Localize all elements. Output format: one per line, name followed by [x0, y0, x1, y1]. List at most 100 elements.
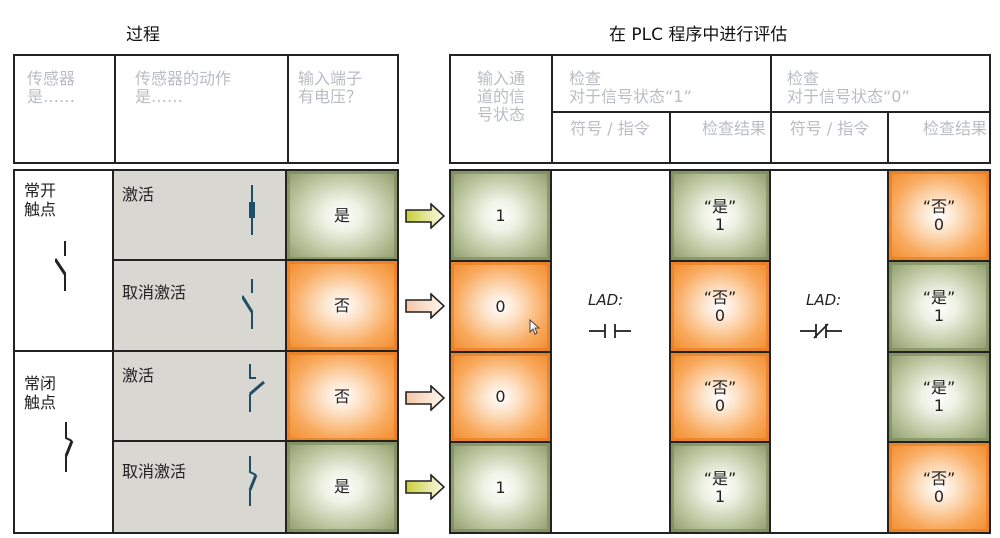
divider: [887, 171, 889, 532]
header-check-0: 检查 对于信号状态“0”: [787, 69, 910, 106]
result-value: “否” 0: [922, 196, 956, 234]
action-cell: 取消激活: [114, 261, 286, 350]
action-cell: 取消激活: [114, 442, 286, 532]
check-result-0-cell: “是” 1: [889, 262, 989, 351]
result-value: “是” 1: [703, 468, 737, 506]
arrow-right-icon: [405, 293, 445, 319]
process-header: 传感器 是…… 传感器的动作 是…… 输入端子 有电压？: [13, 54, 399, 164]
plc-header: 输入通 道的信 号状态 检查 对于信号状态“1” 检查 对于信号状态“0” 符号…: [449, 54, 991, 164]
signal-value: 1: [495, 205, 506, 225]
divider: [669, 111, 671, 162]
row-divider: [889, 441, 989, 443]
signal-value: 0: [495, 296, 506, 316]
divider: [550, 171, 552, 532]
normally-open-lad-icon: [589, 324, 631, 338]
lad-label-0: LAD:: [806, 291, 842, 309]
header-voltage: 输入端子 有电压？: [298, 69, 363, 106]
process-title: 过程: [126, 25, 160, 45]
result-value: “是” 1: [922, 378, 956, 415]
check-result-1-cell: “否” 0: [671, 262, 769, 351]
header-check-1: 检查 对于信号状态“1”: [569, 69, 692, 106]
row-divider: [114, 440, 397, 442]
action-label: 取消激活: [122, 462, 187, 481]
sensor-type-label: 常闭 触点: [24, 374, 57, 412]
row-divider: [671, 351, 769, 353]
voltage-value: 否: [333, 386, 350, 406]
divider: [551, 56, 553, 162]
signal-state-cell: 0: [451, 353, 550, 441]
header-symbol-1: 符号 / 指令: [570, 119, 650, 138]
row-divider: [451, 260, 550, 262]
normally-closed-lad-icon: [800, 323, 842, 339]
voltage-value: 是: [333, 477, 350, 496]
mouse-cursor-icon: [529, 319, 541, 335]
divider: [551, 111, 991, 113]
result-value: “否” 0: [703, 378, 737, 415]
divider: [287, 56, 289, 162]
row-divider: [114, 259, 397, 261]
arrow-right-icon: [405, 474, 445, 500]
signal-state-cell: 1: [451, 443, 550, 532]
arrow-right-icon: [405, 385, 445, 411]
normally-closed-contact-icon: [64, 422, 74, 472]
contact-closed-icon: [249, 185, 255, 235]
row-divider: [451, 351, 550, 353]
header-sensor-action: 传感器的动作 是……: [135, 69, 232, 106]
divider: [285, 171, 287, 532]
contact-open-icon: [242, 279, 254, 329]
check-result-1-cell: “是” 1: [671, 171, 769, 260]
action-label: 取消激活: [122, 283, 187, 302]
header-sensor-is: 传感器 是……: [27, 69, 76, 106]
result-value: “否” 0: [922, 468, 956, 506]
plc-eval-title: 在 PLC 程序中进行评估: [609, 25, 788, 45]
row-divider: [451, 441, 550, 443]
arrow-right-icon: [405, 203, 445, 229]
signal-value: 1: [495, 477, 506, 497]
check-result-1-cell: “是” 1: [671, 443, 769, 532]
result-value: “是” 1: [922, 287, 956, 325]
sensor-type-label: 常开 触点: [24, 181, 57, 219]
check-result-1-cell: “否” 0: [671, 353, 769, 441]
nc-contact-open-icon: [249, 364, 265, 412]
action-label: 激活: [122, 185, 155, 204]
divider: [770, 56, 772, 162]
process-body: 常开 触点 常闭 触点 激活 是 取消激活 否: [13, 169, 399, 534]
sensor-cell-no: 常开 触点: [13, 169, 114, 352]
lad-label-1: LAD:: [588, 291, 624, 309]
row-divider: [889, 351, 989, 353]
result-value: “否” 0: [703, 287, 737, 325]
header-result-0: 检查结果: [922, 119, 987, 138]
divider: [887, 111, 889, 162]
row-divider: [671, 260, 769, 262]
action-label: 激活: [122, 366, 155, 385]
header-result-1: 检查结果: [701, 119, 766, 138]
action-cell: 激活: [114, 171, 286, 260]
check-result-0-cell: “是” 1: [889, 353, 989, 441]
voltage-value: 否: [333, 295, 350, 315]
voltage-value: 是: [333, 205, 350, 225]
header-symbol-0: 符号 / 指令: [789, 119, 870, 138]
divider: [769, 171, 771, 532]
action-column: [112, 169, 399, 534]
voltage-cell: 否: [287, 261, 397, 350]
signal-state-cell: 1: [451, 171, 550, 260]
plc-body: 1 0 0 1 “是” 1 “否” 0 “否” 0 “是” 1 “否” 0 “是…: [449, 169, 991, 534]
result-value: “是” 1: [703, 196, 737, 234]
voltage-cell: 否: [287, 352, 397, 441]
signal-value: 0: [495, 387, 506, 406]
sensor-cell-nc: 常闭 触点: [13, 350, 114, 534]
nc-contact-closed-icon: [248, 456, 258, 506]
divider: [669, 171, 671, 532]
row-divider: [671, 441, 769, 443]
voltage-cell: 是: [287, 442, 397, 532]
row-divider: [114, 350, 397, 352]
check-result-0-cell: “否” 0: [889, 443, 989, 532]
header-input-state: 输入通 道的信 号状态: [476, 69, 525, 124]
voltage-cell: 是: [287, 171, 397, 260]
signal-state-cell: 0: [451, 262, 550, 351]
action-cell: 激活: [114, 352, 286, 441]
normally-open-contact-icon: [55, 241, 67, 291]
row-divider: [889, 260, 989, 262]
divider: [114, 56, 116, 162]
check-result-0-cell: “否” 0: [889, 171, 989, 260]
